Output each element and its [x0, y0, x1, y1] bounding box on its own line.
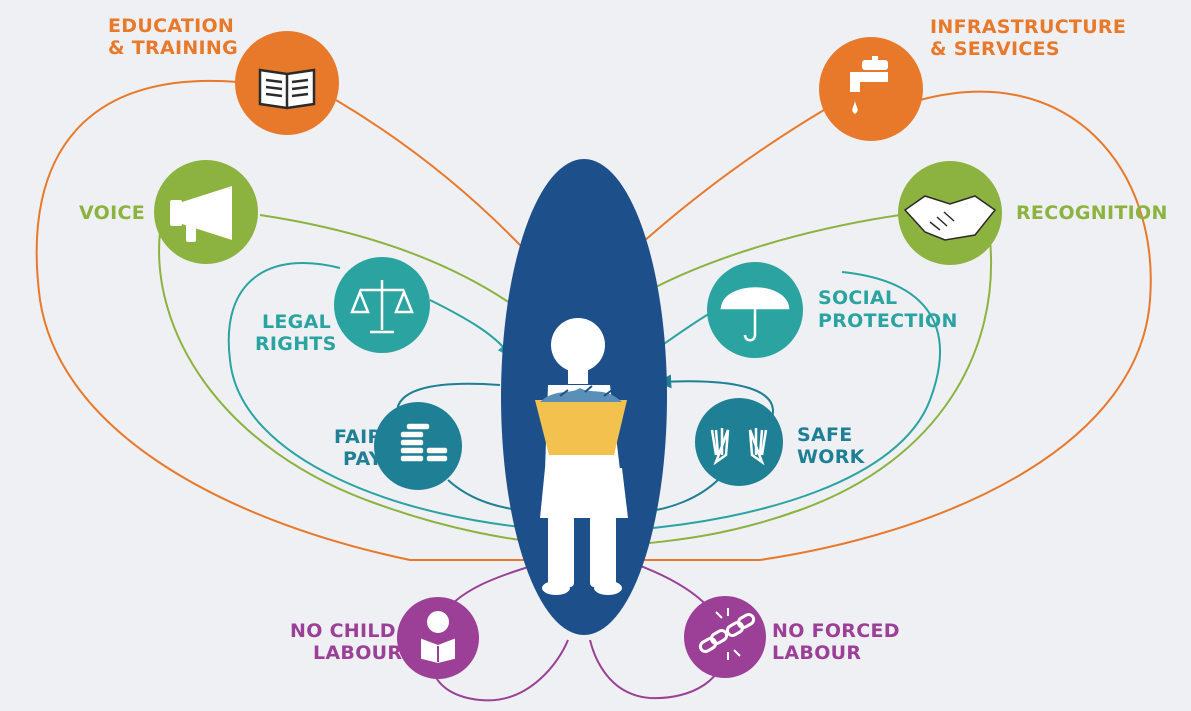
node-infrastructure: INFRASTRUCTURE & SERVICES	[819, 16, 1133, 141]
social-protection-label-line1: SOCIAL	[818, 287, 897, 309]
basket-icon	[535, 385, 627, 455]
node-safe-work: SAFE WORK	[695, 398, 866, 486]
node-voice: VOICE	[79, 160, 258, 264]
legal-rights-arrow	[429, 299, 512, 358]
recognition-label: RECOGNITION	[1016, 202, 1168, 224]
gloves-icon	[710, 428, 768, 466]
fair-pay-label: FAIR PAY	[334, 426, 389, 470]
megaphone-icon	[170, 186, 232, 242]
education-label-line2: & TRAINING	[108, 37, 238, 59]
no-child-labour-label: NO CHILD LABOUR	[290, 620, 403, 664]
legal-rights-label-line1: LEGAL	[262, 311, 331, 333]
coins-icon	[399, 422, 449, 463]
recognition-label-line1: RECOGNITION	[1016, 202, 1168, 224]
infrastructure-label-line1: INFRASTRUCTURE	[930, 16, 1126, 38]
no-child-labour-circle	[397, 597, 479, 679]
safe-work-loop	[657, 374, 774, 419]
legal-rights-label: LEGAL RIGHTS	[255, 311, 338, 355]
water-tap-icon	[850, 56, 888, 114]
node-no-child-labour: NO CHILD LABOUR	[290, 597, 479, 679]
education-label-line1: EDUCATION	[108, 15, 234, 37]
infrastructure-outer-loop	[630, 90, 1152, 561]
education-outer-loop	[35, 79, 560, 561]
education-arrow	[335, 99, 550, 278]
scales-icon	[350, 280, 414, 334]
voice-outer-loop	[158, 231, 561, 546]
no-forced-labour-label-line2: LABOUR	[772, 642, 861, 664]
social-protection-loop	[629, 271, 941, 531]
education-label: EDUCATION & TRAINING	[108, 15, 241, 59]
node-recognition: RECOGNITION	[898, 161, 1168, 265]
voice-label: VOICE	[79, 202, 145, 224]
safe-work-circle	[695, 398, 783, 486]
voice-arrow	[259, 214, 523, 312]
child-reading-icon	[421, 611, 455, 664]
node-legal-rights: LEGAL RIGHTS	[255, 257, 430, 355]
safe-work-label-line1: SAFE	[797, 424, 853, 446]
social-protection-label-line2: PROTECTION	[818, 310, 958, 332]
node-education: EDUCATION & TRAINING	[108, 15, 339, 135]
no-forced-labour-label: NO FORCED LABOUR	[772, 620, 907, 664]
infrastructure-circle	[819, 37, 923, 141]
legal-rights-loop	[227, 261, 556, 531]
broken-chain-icon	[698, 608, 756, 660]
infrastructure-label-line2: & SERVICES	[930, 38, 1060, 60]
fair-pay-label-line1: FAIR	[334, 426, 382, 448]
no-child-labour-label-line1: NO CHILD	[290, 620, 396, 642]
infrastructure-label: INFRASTRUCTURE & SERVICES	[930, 16, 1133, 60]
node-social-protection: SOCIAL PROTECTION	[707, 262, 958, 358]
node-no-forced-labour: NO FORCED LABOUR	[684, 596, 907, 678]
umbrella-icon	[720, 287, 790, 342]
safe-work-label-line2: WORK	[797, 446, 866, 468]
handshake-icon	[903, 195, 997, 241]
legal-rights-label-line2: RIGHTS	[255, 333, 337, 355]
node-fair-pay: FAIR PAY	[334, 402, 462, 490]
recognition-arrow	[629, 214, 901, 302]
safe-work-label: SAFE WORK	[797, 424, 866, 468]
no-forced-labour-label-line1: NO FORCED	[772, 620, 900, 642]
no-forced-labour-loop	[589, 561, 727, 700]
voice-label-line1: VOICE	[79, 202, 145, 224]
fair-pay-label-line2: PAY	[343, 448, 383, 470]
book-icon	[258, 68, 316, 110]
social-protection-label: SOCIAL PROTECTION	[818, 287, 958, 332]
recognition-outer-loop	[629, 239, 992, 546]
no-child-labour-label-line2: LABOUR	[313, 642, 402, 664]
center-figure	[501, 159, 667, 635]
